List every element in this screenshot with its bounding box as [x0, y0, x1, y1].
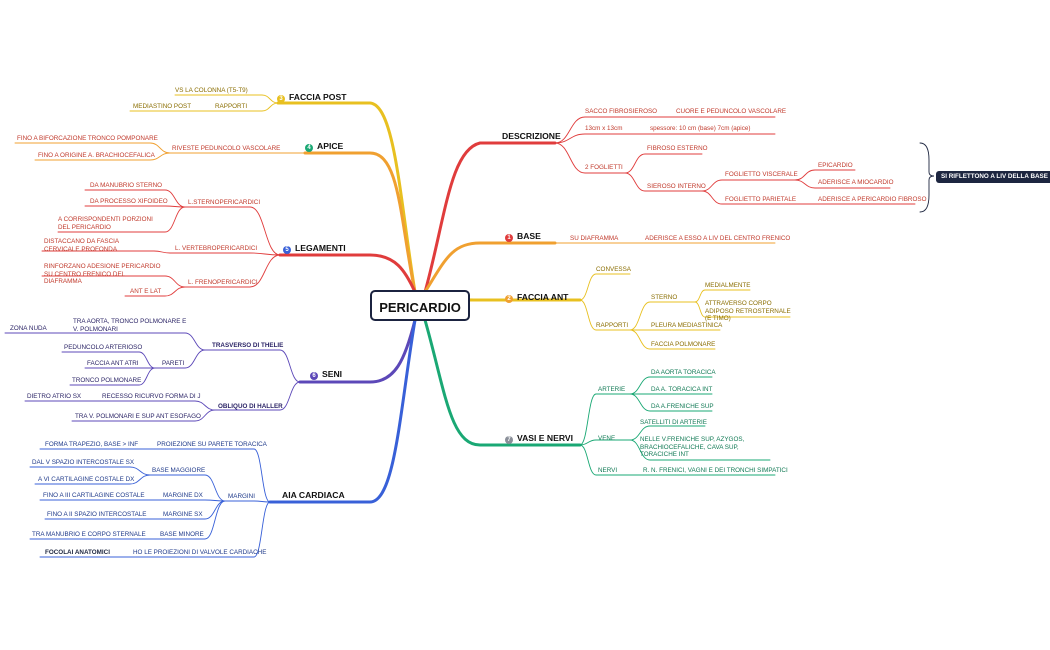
node-tra-manubrio[interactable]: TRA MANUBRIO E CORPO STERNALE: [32, 531, 146, 538]
node-frenopericardici[interactable]: L. FRENOPERICARDICI: [188, 279, 258, 286]
node-vertebropericardici[interactable]: L. VERTEBROPERICARDICI: [175, 245, 258, 252]
node-colonna[interactable]: VS LA COLONNA (T5-T9): [175, 87, 248, 94]
node-margine-dx[interactable]: MARGINE DX: [163, 492, 203, 499]
branch-aia-cardiaca[interactable]: AIA CARDIACA: [282, 490, 345, 500]
node-parietale[interactable]: FOGLIETTO PARIETALE: [725, 196, 797, 203]
node-cervicale[interactable]: DISTACCANO DA FASCIA CERVICALE PROFONDA: [44, 238, 119, 253]
node-convessa[interactable]: CONVESSA: [596, 266, 631, 273]
branch-seni[interactable]: 6 SENI: [310, 369, 342, 380]
node-arterie[interactable]: ARTERIE: [598, 386, 626, 393]
node-forma[interactable]: FORMA TRAPEZIO, BASE > INF: [45, 441, 139, 448]
node-focolai[interactable]: FOCOLAI ANATOMICI: [45, 549, 110, 556]
node-rapporti-post[interactable]: RAPPORTI: [215, 103, 248, 110]
branch-seni-label: SENI: [322, 369, 343, 379]
node-fino-ii[interactable]: FINO A II SPAZIO INTERCOSTALE: [47, 511, 147, 518]
node-toracica-int[interactable]: DA A. TORACICA INT: [651, 386, 713, 393]
number-badge: 3: [277, 95, 285, 103]
branch-legamenti[interactable]: 5 LEGAMENTI: [283, 243, 346, 254]
node-cuore[interactable]: CUORE E PEDUNCOLO VASCOLARE: [676, 108, 787, 115]
branch-apice-label: APICE: [317, 141, 344, 151]
node-sacco[interactable]: SACCO FIBROSIEROSO: [585, 108, 658, 115]
branch-legamenti-label: LEGAMENTI: [295, 243, 346, 253]
branch-base[interactable]: 1 BASE: [505, 231, 541, 242]
number-badge: 1: [505, 234, 513, 242]
node-aorta-toracica[interactable]: DA AORTA TORACICA: [651, 369, 716, 376]
node-freniche-sup[interactable]: DA A.FRENICHE SUP: [651, 403, 714, 410]
number-badge: 2: [505, 295, 513, 303]
node-dal-v-spazio[interactable]: DAL V SPAZIO INTERCOSTALE SX: [32, 459, 135, 466]
node-recesso[interactable]: RECESSO RICURVO FORMA DI J: [102, 393, 201, 400]
node-tra-aorta[interactable]: TRA AORTA, TRONCO POLMONARE E V. POLMONA…: [73, 318, 187, 333]
central-topic[interactable]: PERICARDIO: [370, 290, 470, 321]
node-peduncolo-arterioso[interactable]: PEDUNCOLO ARTERIOSO: [64, 344, 143, 351]
node-faccia-polmonare[interactable]: FACCIA POLMONARE: [651, 341, 716, 348]
node-origine[interactable]: FINO A ORIGINE A. BRACHIOCEFALICA: [38, 152, 155, 159]
node-biforcazione[interactable]: FINO A BIFORCAZIONE TRONCO POMPONARE: [17, 135, 158, 142]
node-base-minore[interactable]: BASE MINORE: [160, 531, 204, 538]
branch-base-label: BASE: [517, 231, 541, 241]
node-sterno[interactable]: STERNO: [651, 294, 678, 301]
node-a-vi-cartilagine[interactable]: A VI CARTILAGINE COSTALE DX: [38, 476, 135, 483]
branch-faccia-ant-label: FACCIA ANT: [517, 292, 569, 302]
branch-apice[interactable]: 4 APICE: [305, 141, 343, 152]
node-vene-dettaglio[interactable]: NELLE V.FRENICHE SUP, AZYGOS, BRACHIOCEF…: [640, 436, 745, 459]
node-obliquo[interactable]: OBLIQUO DI HALLER: [218, 403, 283, 410]
node-note-base[interactable]: SI RIFLETTONO A LIV DELLA BASE: [936, 171, 1050, 183]
node-foglietti[interactable]: 2 FOGLIETTI: [585, 164, 623, 171]
node-vene[interactable]: VENE: [598, 435, 616, 442]
node-su-diaframma[interactable]: SU DIAFRAMMA: [570, 235, 619, 242]
node-ant-lat[interactable]: ANT E LAT: [130, 288, 162, 295]
node-fino-iii[interactable]: FINO A III CARTILAGINE COSTALE: [43, 492, 145, 499]
number-badge: 7: [505, 436, 513, 444]
node-margine-sx[interactable]: MARGINE SX: [163, 511, 203, 518]
node-rapporti-ant[interactable]: RAPPORTI: [596, 322, 629, 329]
node-porzioni[interactable]: A CORRISPONDENTI PORZIONI DEL PERICARDIO: [58, 216, 153, 231]
node-manubrio[interactable]: DA MANUBRIO STERNO: [90, 182, 163, 189]
number-badge: 4: [305, 144, 313, 152]
node-nervi[interactable]: NERVI: [598, 467, 618, 474]
node-fibroso[interactable]: FIBROSO ESTERNO: [647, 145, 708, 152]
branch-faccia-ant[interactable]: 2 FACCIA ANT: [505, 292, 568, 303]
number-badge: 5: [283, 246, 291, 254]
node-faccia-atri[interactable]: FACCIA ANT ATRI: [87, 360, 139, 367]
node-trasverso[interactable]: TRASVERSO DI THELIE: [212, 342, 284, 349]
branch-vasi-nervi-label: VASI E NERVI: [517, 433, 574, 443]
node-miocardio[interactable]: ADERISCE A MIOCARDIO: [818, 179, 894, 186]
node-margini[interactable]: MARGINI: [228, 493, 255, 500]
node-pleura[interactable]: PLEURA MEDIASTINICA: [651, 322, 723, 329]
branch-faccia-post-label: FACCIA POST: [289, 92, 347, 102]
node-viscerale[interactable]: FOGLIETTO VISCERALE: [725, 171, 798, 178]
branch-faccia-post[interactable]: 3 FACCIA POST: [277, 92, 346, 103]
node-xifoideo[interactable]: DA PROCESSO XIFOIDEO: [90, 198, 168, 205]
node-zona-nuda[interactable]: ZONA NUDA: [10, 325, 47, 332]
node-base-maggiore[interactable]: BASE MAGGIORE: [152, 467, 206, 474]
node-riveste[interactable]: RIVESTE PEDUNCOLO VASCOLARE: [172, 145, 281, 152]
node-satelliti[interactable]: SATELLITI DI ARTERIE: [640, 419, 707, 426]
node-peri-fibroso[interactable]: ADERISCE A PERICARDIO FIBROSO: [818, 196, 927, 203]
branch-descrizione[interactable]: DESCRIZIONE: [502, 131, 561, 141]
node-medialmente[interactable]: MEDIALMENTE: [705, 282, 751, 289]
node-pareti[interactable]: PARETI: [162, 360, 185, 367]
node-mediastino[interactable]: MEDIASTINO POST: [133, 103, 192, 110]
node-dimensioni[interactable]: 13cm x 13cm: [585, 125, 623, 132]
node-proiezioni-valvole[interactable]: HO LE PROIEZIONI DI VALVOLE CARDIACHE: [133, 549, 267, 556]
branch-vasi-nervi[interactable]: 7 VASI E NERVI: [505, 433, 573, 444]
node-spessore[interactable]: spessore: 10 cm (base) 7cm (apice): [650, 125, 751, 132]
node-tronco-polmonare[interactable]: TRONCO POLMONARE: [72, 377, 142, 384]
node-proiezione[interactable]: PROIEZIONE SU PARETE TORACICA: [157, 441, 267, 448]
node-sieroso[interactable]: SIEROSO INTERNO: [647, 183, 706, 190]
node-corpo-adiposo[interactable]: ATTRAVERSO CORPO ADIPOSO RETROSTERNALE (…: [705, 300, 791, 323]
node-centro-frenico[interactable]: ADERISCE A ESSO A LIV DEL CENTRO FRENICO: [645, 235, 791, 242]
node-sternopericardici[interactable]: L.STERNOPERICARDICI: [188, 199, 261, 206]
node-nervi-dettaglio[interactable]: R. N. FRENICI, VAGNI E DEI TRONCHI SIMPA…: [643, 467, 788, 474]
node-epicardio[interactable]: EPICARDIO: [818, 162, 853, 169]
node-dietro-atrio[interactable]: DIETRO ATRIO SX: [27, 393, 82, 400]
node-tra-vpolmonari[interactable]: TRA V. POLMONARI E SUP ANT ESOFAGO: [75, 413, 201, 420]
node-rinforzano[interactable]: RINFORZANO ADESIONE PERICARDIO SU CENTRO…: [44, 263, 161, 286]
number-badge: 6: [310, 372, 318, 380]
